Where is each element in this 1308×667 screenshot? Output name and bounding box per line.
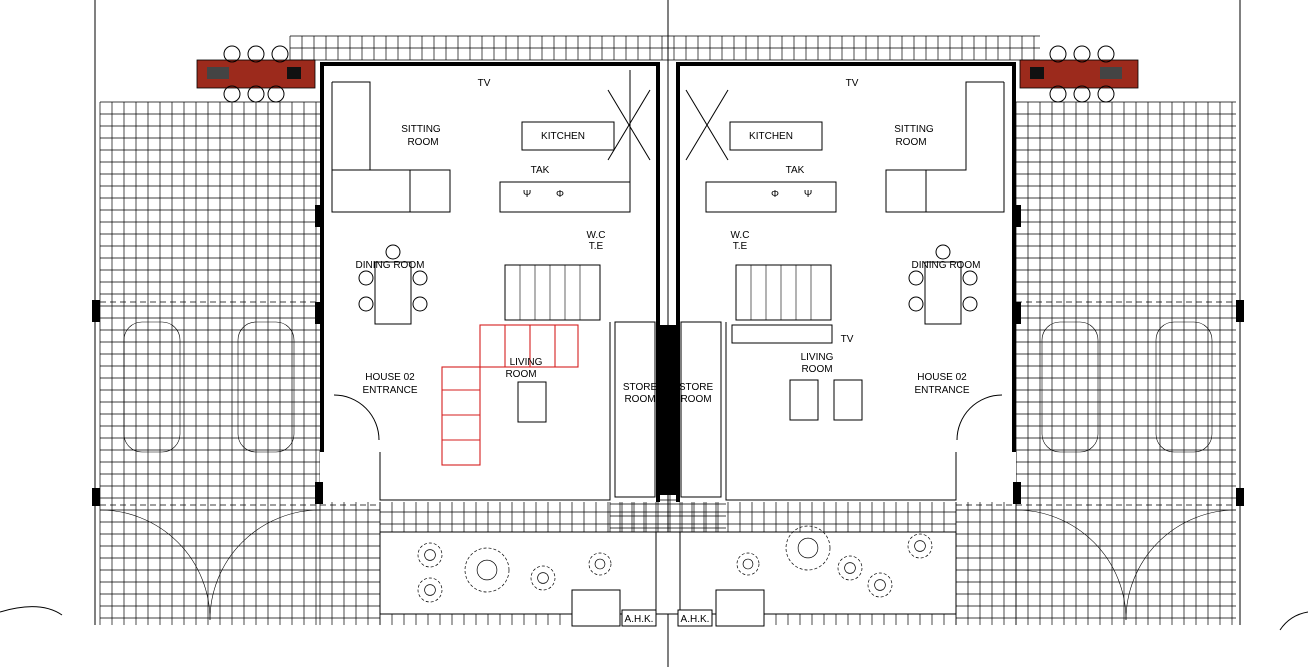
room-label-kitchen: KITCHEN xyxy=(749,131,793,142)
party-wall xyxy=(660,325,676,495)
room-label-sitting: SITTING xyxy=(894,124,934,135)
room-label-store: ROOM xyxy=(624,394,655,405)
entrance-label: HOUSE 02 xyxy=(917,372,967,383)
room-label-wc: W.C xyxy=(731,230,750,241)
room-label-wc: T.E xyxy=(589,241,604,252)
ahk-label: A.H.K. xyxy=(625,614,654,625)
tree-icon xyxy=(424,549,436,561)
tree-icon xyxy=(588,552,612,576)
bbq-left-icon xyxy=(196,45,316,103)
tree-icon xyxy=(742,558,754,570)
room-label-kitchen: KITCHEN xyxy=(541,131,585,142)
tree-icon xyxy=(417,542,443,568)
room-label-sitting: SITTING xyxy=(401,124,441,135)
tree-icon xyxy=(907,533,933,559)
tree-icon xyxy=(914,540,926,552)
gate-arcs xyxy=(99,301,1237,621)
room-label-living: LIVING xyxy=(510,357,543,368)
tree-icon xyxy=(417,577,443,603)
tree-icon xyxy=(844,562,856,574)
sink-icon: Ψ xyxy=(804,189,812,200)
room-label-living: ROOM xyxy=(505,369,536,380)
tree-icon xyxy=(464,547,510,593)
room-label-dining: DINING ROOM xyxy=(356,260,425,271)
tree-symbols xyxy=(417,525,933,603)
room-label-dining: DINING ROOM xyxy=(912,260,981,271)
house-right xyxy=(676,62,1244,506)
car-icon xyxy=(123,321,1213,453)
entrance-label: ENTRANCE xyxy=(914,385,969,396)
room-label-store: STORE xyxy=(623,382,658,393)
tv-label: TV xyxy=(846,78,859,89)
tak-label: TAK xyxy=(531,165,550,176)
grid-tile xyxy=(289,35,1040,61)
tree-icon xyxy=(424,584,436,596)
tree-icon xyxy=(837,555,863,581)
tree-icon xyxy=(797,537,819,559)
room-label-wc: W.C xyxy=(587,230,606,241)
tv-label: TV xyxy=(478,78,491,89)
room-label-store: ROOM xyxy=(680,394,711,405)
tree-icon xyxy=(594,558,606,570)
tree-icon xyxy=(476,559,498,581)
tv-label: TV xyxy=(841,334,854,345)
tak-label: TAK xyxy=(786,165,805,176)
ahk-label: A.H.K. xyxy=(681,614,710,625)
hob-icon: Φ xyxy=(771,189,779,200)
room-label-wc: T.E xyxy=(733,241,748,252)
room-label-living: ROOM xyxy=(801,364,832,375)
room-label-sitting: ROOM xyxy=(407,137,438,148)
tree-icon xyxy=(867,572,893,598)
tree-icon xyxy=(785,525,831,571)
hob-icon: Φ xyxy=(556,189,564,200)
tree-icon xyxy=(736,552,760,576)
tree-icon xyxy=(874,579,886,591)
room-label-store: STORE xyxy=(679,382,714,393)
entrance-label: HOUSE 02 xyxy=(365,372,415,383)
tree-icon xyxy=(537,572,549,584)
grid-tile xyxy=(99,101,320,625)
house-left xyxy=(92,62,660,506)
tree-icon xyxy=(530,565,556,591)
bbq-right-icon xyxy=(1019,45,1139,103)
garden xyxy=(379,531,957,627)
room-label-living: LIVING xyxy=(801,352,834,363)
sink-icon: Ψ xyxy=(523,189,531,200)
grid-tile xyxy=(1015,101,1236,625)
entrance-label: ENTRANCE xyxy=(362,385,417,396)
room-label-sitting: ROOM xyxy=(895,137,926,148)
